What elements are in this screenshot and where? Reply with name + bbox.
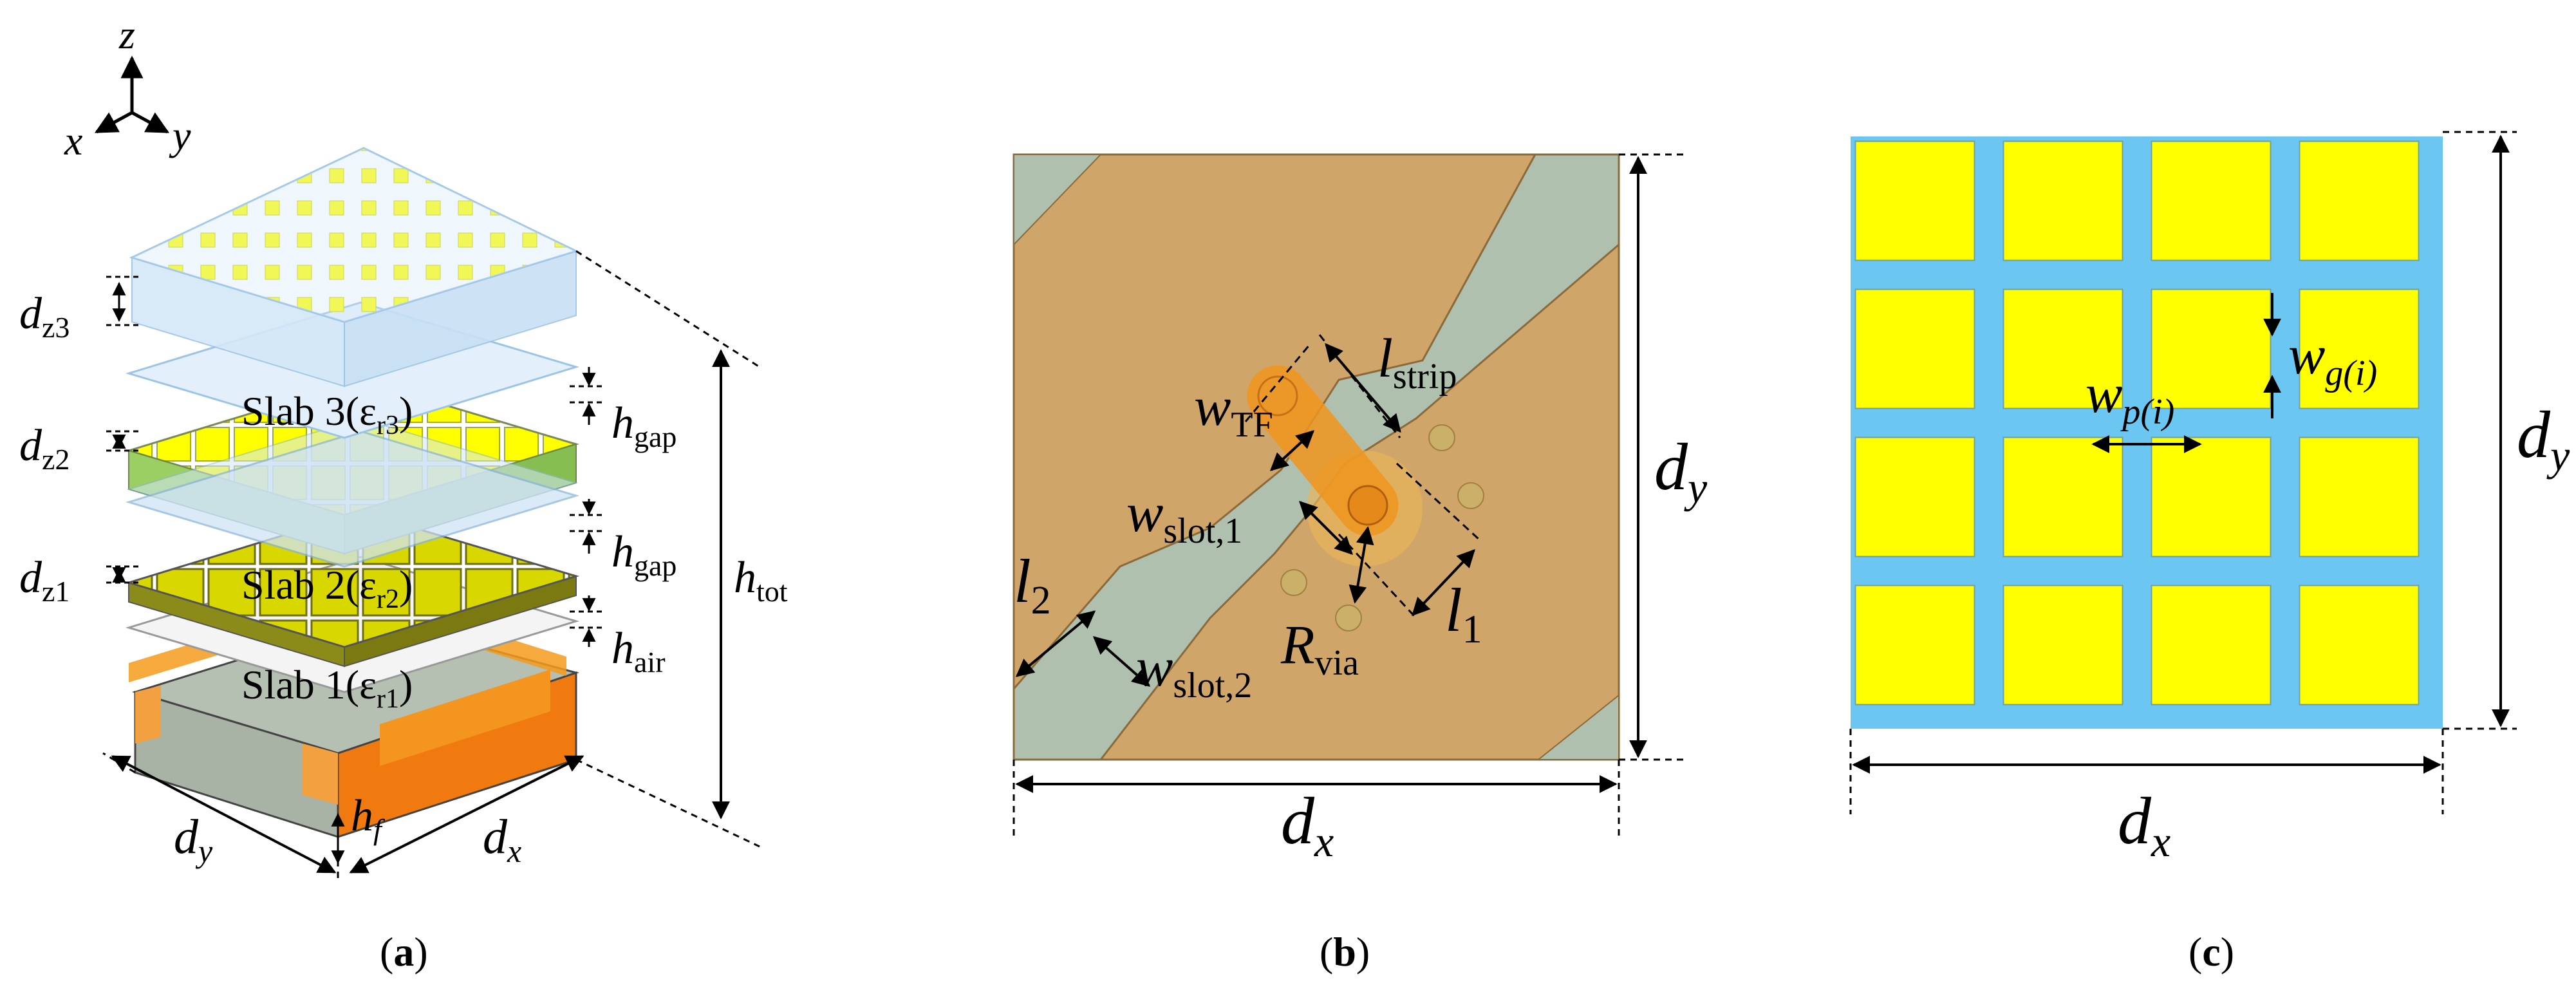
metal-patch xyxy=(2299,140,2420,261)
dz1-label: dz1 xyxy=(19,553,70,608)
wslot2-label: wslot,2 xyxy=(1136,636,1252,706)
via-holes xyxy=(1280,424,1484,632)
hgap-upper-label: hgap xyxy=(611,398,677,453)
caption-c: (c) xyxy=(2189,929,2234,975)
metal-patch xyxy=(2002,585,2123,706)
metal-patch xyxy=(2299,288,2420,409)
caption-b: (b) xyxy=(1320,929,1370,975)
metal-patch xyxy=(2151,585,2272,706)
hair-label: hair xyxy=(611,624,666,678)
dz2-label: dz2 xyxy=(19,421,70,476)
rvia-label: Rvia xyxy=(1280,613,1359,683)
metal-patch xyxy=(2002,140,2123,261)
metal-patch xyxy=(1854,140,1975,261)
axis-z-label: z xyxy=(118,12,135,57)
slot-corner-br xyxy=(1536,693,1619,760)
axis-triad: z x y xyxy=(64,12,191,164)
metal-patch xyxy=(2151,436,2272,557)
metal-patch xyxy=(2002,436,2123,557)
slab-3-label: Slab 3(εr3) xyxy=(241,388,413,440)
patch-grid xyxy=(1854,140,2420,706)
panel-b-dx-label: dx xyxy=(1281,784,1334,866)
hgap-lower-label: hgap xyxy=(611,527,677,582)
metal-patch xyxy=(2002,288,2123,409)
panel-a-dx-label: dx xyxy=(483,810,521,869)
right-gap-dimensions xyxy=(570,367,605,647)
panel-a-dy-label: dy xyxy=(174,810,213,869)
feed-strip xyxy=(1247,365,1399,536)
wslot1-label: wslot,1 xyxy=(1126,482,1242,551)
metal-patch xyxy=(1854,436,1975,557)
metal-patch xyxy=(2299,436,2420,557)
metal-patch xyxy=(2151,288,2272,409)
metal-patch xyxy=(2151,140,2272,261)
panel-a: z x y xyxy=(19,12,788,975)
wtf-label: wTF xyxy=(1194,375,1273,445)
slot-corner-tl xyxy=(1013,154,1103,247)
slab-2-label: Slab 2(εr2) xyxy=(241,562,413,614)
left-dimensions xyxy=(106,276,142,584)
wg-label: wg(i) xyxy=(2288,324,2377,393)
metal-patch xyxy=(1854,585,1975,706)
panel-c-dx-label: dx xyxy=(2118,784,2170,866)
panel-c-dimensions xyxy=(1849,131,2517,814)
metal-patch xyxy=(1854,288,1975,409)
panel-b-dimensions xyxy=(1013,153,1686,840)
panel-c: wg(i) wp(i) dy dx (c) xyxy=(1849,131,2570,975)
axis-x-label: x xyxy=(64,118,82,164)
panel-b-dy-label: dy xyxy=(1654,430,1708,512)
l1-label: l1 xyxy=(1445,576,1482,651)
slab-2 xyxy=(125,379,580,568)
wp-label: wp(i) xyxy=(2086,362,2174,432)
slab-1-label: Slab 1(εr1) xyxy=(241,662,413,714)
slab-1 xyxy=(125,510,580,668)
htot-dimension xyxy=(575,250,760,848)
bottom-dimensions xyxy=(102,752,584,882)
metal-patch xyxy=(2299,585,2420,706)
panel-c-dy-label: dy xyxy=(2517,398,2570,480)
htot-label: htot xyxy=(734,553,788,608)
lstrip-label: lstrip xyxy=(1377,327,1457,397)
dz3-label: dz3 xyxy=(19,289,70,344)
l2-label: l2 xyxy=(1014,547,1051,622)
panel-b: lstrip wTF wslot,1 l2 wslot,2 Rvia l1 dy… xyxy=(1013,153,1708,975)
axis-y-label: y xyxy=(169,113,191,158)
caption-a: (a) xyxy=(380,929,428,975)
